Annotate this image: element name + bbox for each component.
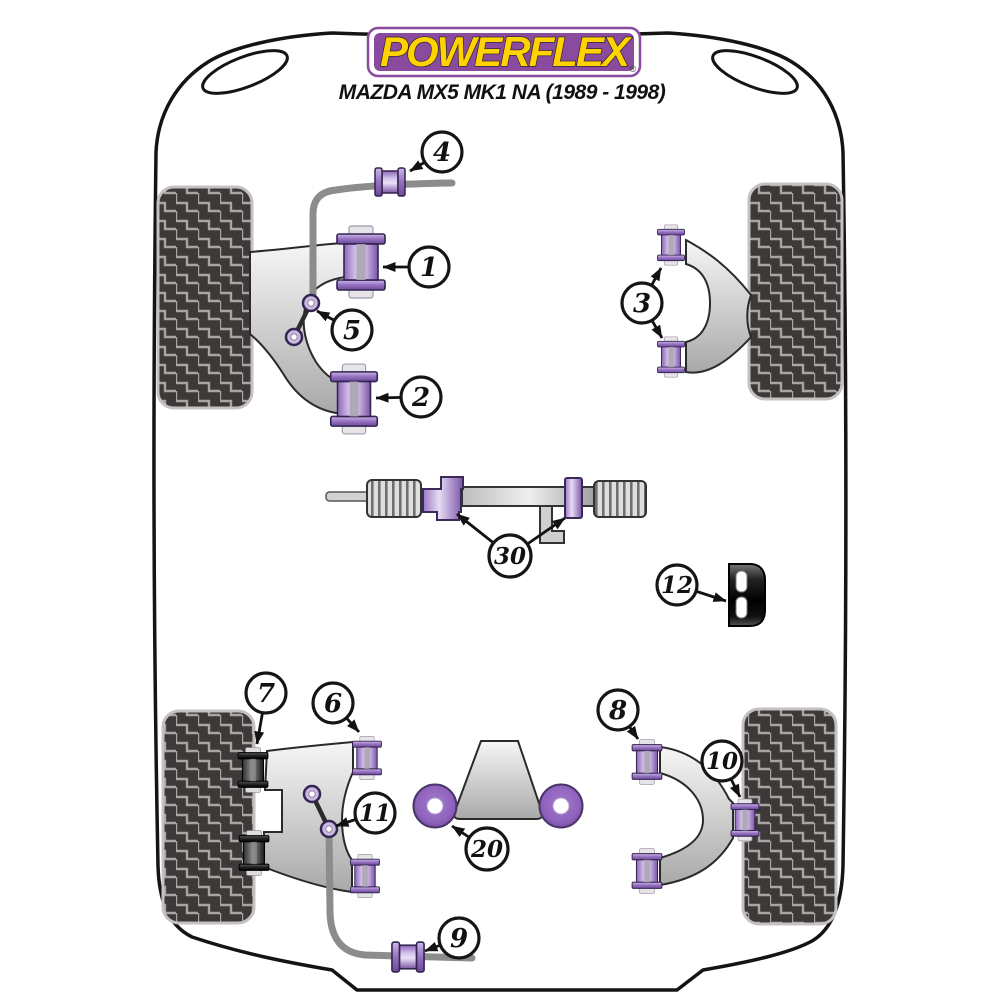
svg-text:4: 4 [433,138,451,168]
callout-3: 3 [620,281,664,325]
bushing-8-lower [631,848,663,894]
drop-link-11 [302,784,339,839]
bracket-12 [728,563,766,627]
front-right-control-arm [685,238,753,374]
svg-text:3: 3 [633,289,651,319]
link-11-ring-lower [319,819,339,839]
popup-headlight-left [201,49,289,95]
bushing-2-lower-arm-front [329,363,379,435]
rear-anti-roll-bar [325,824,476,962]
callout-12: 12 [655,563,699,607]
vehicle-title: MAZDA MX5 MK1 NA (1989 - 1998) [339,81,666,104]
svg-text:5: 5 [343,316,361,346]
svg-text:7: 7 [257,679,275,709]
bracket-12-slot-lower [735,596,748,619]
callout-5: 5 [330,308,374,352]
callout-4: 4 [420,130,464,174]
rack-bellows-left [366,479,422,518]
rack-mount-30-right [564,477,583,519]
donut-bushing-20-right-hole [552,797,570,815]
logo-background [374,33,634,71]
diff-mount-20 [412,740,584,829]
bracket-12-slot-upper [735,570,748,593]
svg-text:8: 8 [608,696,627,726]
callout-11: 11 [353,791,397,835]
bushing-6-upper [352,735,382,781]
registered-mark: ® [630,64,637,74]
tire-front-left [156,185,254,410]
bracket-12-body [728,563,766,627]
svg-text:10: 10 [706,748,738,775]
callout-9: 9 [437,916,481,960]
link-5-ring-lower [284,327,304,347]
link-5-ring-upper [301,293,321,313]
drop-link-5 [284,293,321,347]
tire-rear-left [161,709,256,925]
link-11-ring-upper [302,784,322,804]
bushing-7-upper [237,747,269,793]
svg-text:20: 20 [470,836,503,863]
bushing-6-lower [350,853,380,899]
bushing-9-rear-arb [391,941,425,973]
callout-8: 8 [596,688,640,732]
front-anti-roll-bar [309,179,456,309]
popup-headlight-right [711,49,799,95]
callout-7: 7 [244,671,288,715]
powerflex-logo: POWERFLEX ® [366,26,642,78]
rack-tie-rod [325,491,373,502]
callout-10: 10 [700,739,744,783]
svg-text:30: 30 [494,543,526,570]
callout-1: 1 [407,245,451,289]
callout-20: 20 [464,826,510,872]
callout-6: 6 [311,681,355,725]
bushing-4-front-arb [374,167,406,197]
svg-text:9: 9 [450,924,468,954]
donut-bushing-20-left-hole [426,797,444,815]
svg-text:1: 1 [420,253,438,283]
svg-text:6: 6 [324,689,342,719]
bushing-3-lower [657,336,685,378]
svg-text:12: 12 [661,572,693,599]
tire-rear-right [741,707,838,926]
bushing-3-upper [657,224,685,266]
rack-bellows-right [593,480,647,518]
callout-30: 30 [487,533,533,579]
tire-front-right [747,182,844,401]
steering-rack [325,476,647,544]
bushing-10-outer [730,798,760,842]
callouts: 4 1 5 2 3 30 12 7 [244,130,744,960]
bushing-1-upper-arm-front [336,225,386,299]
bushing-8-upper [631,739,663,785]
svg-text:2: 2 [411,383,430,413]
bushing-7-lower [238,830,270,876]
logo-brand-text: POWERFLEX [380,28,633,75]
callout-2: 2 [399,375,443,419]
svg-text:11: 11 [359,800,391,827]
